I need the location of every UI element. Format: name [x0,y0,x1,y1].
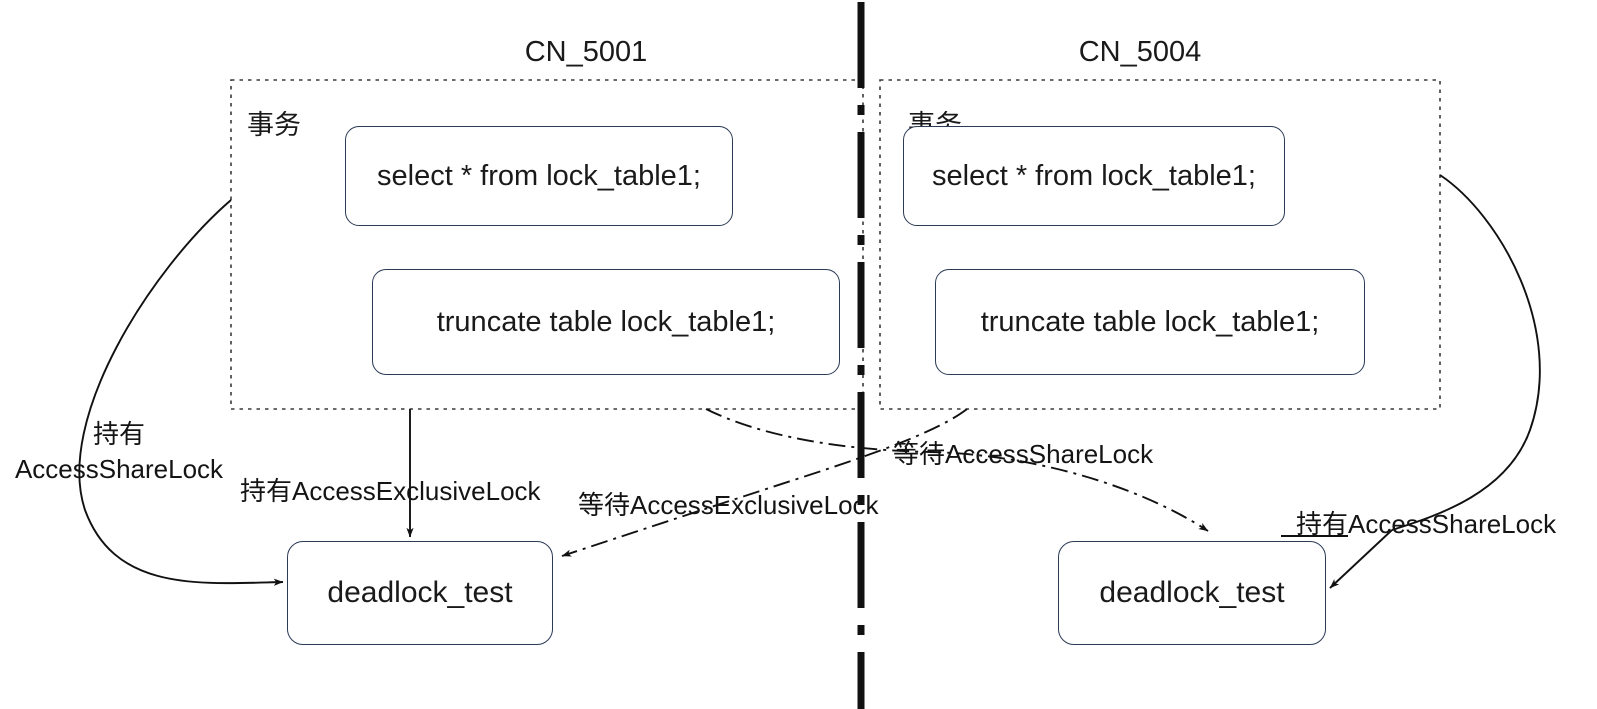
left-transaction-container [230,79,864,410]
page-title-left: CN_5001 [524,36,648,68]
edge-label-left-hold-accesssharelock-line2: AccessShareLock [14,454,224,484]
edge-right-wait-accessexclusivelock [561,408,968,557]
page-title-right: CN_5004 [1078,36,1202,68]
left-resource-deadlock-test[interactable]: deadlock_test [287,541,553,645]
edge-label-left-hold-accesssharelock-line1: 持有 [92,419,145,449]
edge-right-hold-accesssharelock-arrow [1329,529,1393,589]
edge-label-right-wait-accessexclusivelock: 等待AccessExclusiveLock [578,490,879,520]
right-transaction-container [879,79,1441,410]
right-statement-select[interactable]: select * from lock_table1; [903,126,1285,226]
left-transaction-label: 事务 [247,110,301,140]
edge-left-wait-accesssharelock [705,408,1209,532]
edge-label-left-hold-accessexclusivelock: 持有AccessExclusiveLock [240,476,541,506]
left-statement-select[interactable]: select * from lock_table1; [345,126,733,226]
edge-left-hold-accesssharelock [78,199,284,586]
right-resource-deadlock-test[interactable]: deadlock_test [1058,541,1326,645]
edge-right-hold-accesssharelock [1391,174,1541,531]
right-statement-truncate[interactable]: truncate table lock_table1; [935,269,1365,375]
edge-label-right-hold-accesssharelock: 持有AccessShareLock [1296,509,1557,539]
left-statement-truncate[interactable]: truncate table lock_table1; [372,269,840,375]
edge-label-left-wait-accesssharelock: 等待AccessShareLock [893,439,1154,469]
